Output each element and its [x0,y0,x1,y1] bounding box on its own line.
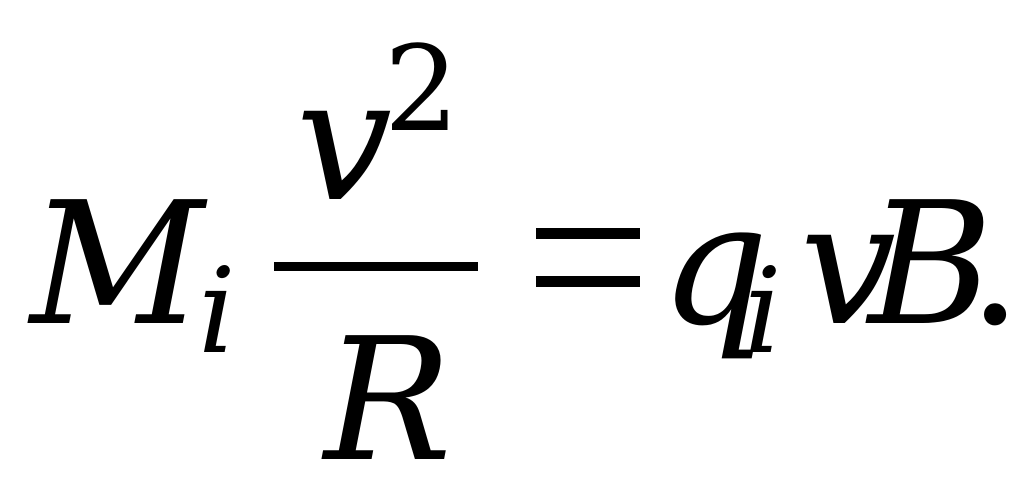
magnetic-field-symbol: B [868,166,993,364]
numerator-exponent: 2 [384,20,460,158]
equation: M i v 2 R = q i v B . [30,20,1023,486]
mass-subscript: i [198,242,236,380]
charge-symbol: q [660,166,769,364]
velocity-symbol: v [800,166,897,364]
charge-subscript: i [744,242,782,380]
denominator-radius: R [324,302,452,500]
numerator-velocity: v [296,42,393,240]
equals-sign-bottom-bar [536,276,640,287]
mass-symbol: M [30,166,205,364]
equals-sign-top-bar [536,228,640,239]
fraction-bar [274,262,478,271]
period-mark: . [968,166,1023,364]
